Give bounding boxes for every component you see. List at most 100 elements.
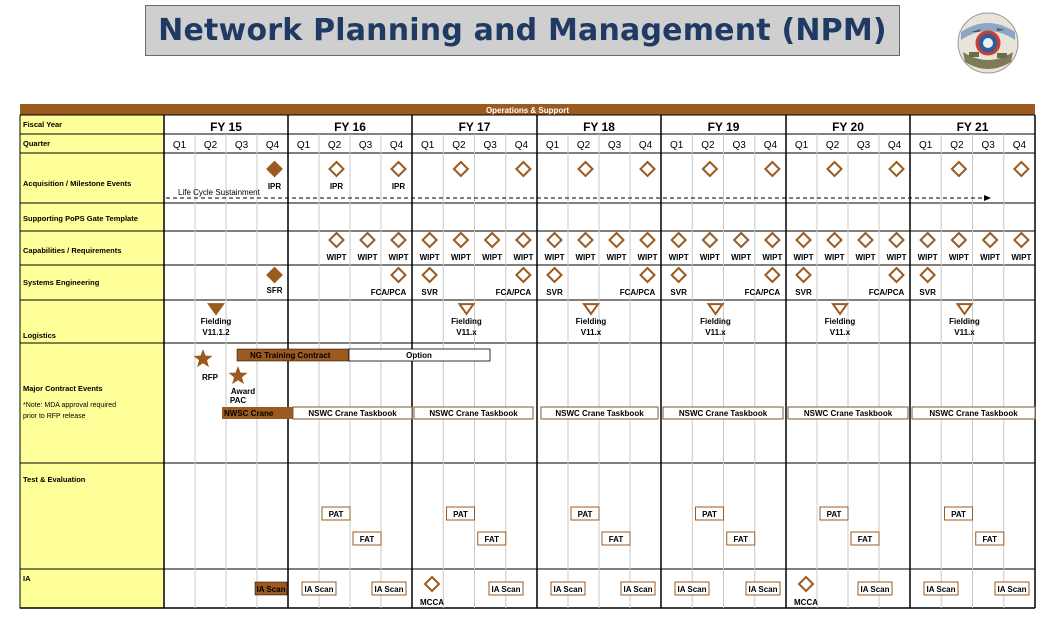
systems-milestone-label: FCA/PCA (496, 288, 532, 297)
fielding-triangle (207, 303, 225, 316)
wipt-diamond (919, 231, 937, 249)
quarter-header: Q3 (981, 140, 995, 151)
milestone-diamond (577, 160, 594, 178)
fielding-triangle (955, 303, 974, 316)
row-label-capabilities: Capabilities / Requirements (23, 246, 121, 255)
ia-scan-box (371, 581, 407, 596)
fat-label: FAT (609, 535, 624, 544)
option-label: Option (406, 351, 432, 360)
fielding-triangle (582, 303, 600, 316)
pat-label: PAT (702, 510, 717, 519)
mcca-diamond (423, 575, 441, 593)
taskbook-label: NSWC Crane Taskbook (804, 409, 893, 418)
fielding-label: Fielding (201, 317, 232, 326)
ia-scan-box (550, 581, 586, 596)
wipt-label: WIPT (482, 253, 502, 262)
wipt-diamond (639, 231, 656, 249)
wipt-diamond (1012, 231, 1030, 249)
wipt-diamond (981, 231, 999, 249)
systems-milestone-diamond (763, 266, 781, 284)
wipt-label: WIPT (980, 253, 1000, 262)
milestone-label: IPR (330, 182, 344, 191)
fat-box (975, 531, 1005, 546)
fiscal-year-header: FY 20 (832, 120, 864, 134)
fielding-triangle (706, 303, 725, 316)
fiscal-year-header: FY 19 (708, 120, 740, 134)
row-label-pops: Supporting PoPS Gate Template (23, 214, 138, 223)
milestone-diamond (950, 160, 968, 178)
wipt-diamond (328, 231, 345, 249)
fielding-version-label: V11.x (581, 328, 602, 337)
quarter-header: Q3 (857, 140, 871, 151)
pat-label: PAT (827, 510, 842, 519)
quarter-header: Q1 (421, 140, 435, 151)
milestone-diamond (266, 160, 283, 178)
wipt-diamond (732, 231, 750, 249)
ia-scan-box (488, 581, 524, 596)
wipt-diamond (763, 231, 781, 249)
wipt-label: WIPT (856, 253, 876, 262)
ng-training-contract-label: NG Training Contract (250, 351, 331, 360)
milestone-diamond (888, 160, 905, 178)
ia-scan-label: IA Scan (304, 585, 333, 594)
pat-box (570, 506, 600, 521)
quarter-header: Q1 (795, 140, 809, 151)
taskbook-bar (662, 406, 784, 420)
fielding-version-label: V11.x (954, 328, 975, 337)
systems-milestone-label: SVR (919, 288, 936, 297)
contract-note-line-1: *Note: MDA approval required (23, 402, 116, 409)
quarter-header: Q2 (701, 140, 715, 151)
ia-scan-box (745, 581, 781, 596)
ia-scan-label: IA Scan (256, 585, 285, 594)
wipt-label: WIPT (451, 253, 471, 262)
ia-scan-box (301, 581, 337, 596)
wipt-diamond (701, 231, 719, 249)
wipt-label: WIPT (327, 253, 347, 262)
systems-milestone-label: SFR (267, 286, 283, 295)
wipt-label: WIPT (794, 253, 814, 262)
pat-label: PAT (329, 510, 344, 519)
quarter-header: Q1 (546, 140, 560, 151)
quarter-header: Q1 (173, 140, 187, 151)
wipt-label: WIPT (420, 253, 440, 262)
quarter-header: Q4 (515, 140, 529, 151)
taskbook-bar (413, 406, 534, 420)
systems-milestone-diamond (514, 266, 532, 284)
row-label-fiscal-year: Fiscal Year (23, 120, 62, 129)
row-label-ia: IA (23, 574, 31, 583)
pat-box (446, 506, 475, 521)
ia-scan-label: IA Scan (677, 585, 706, 594)
mcca-label: MCCA (420, 598, 444, 607)
systems-milestone-label: FCA/PCA (745, 288, 781, 297)
quarter-header: Q4 (639, 140, 653, 151)
page-title: Network Planning and Management (NPM) (158, 13, 887, 48)
wipt-diamond (950, 231, 968, 249)
fielding-label: Fielding (576, 317, 607, 326)
wipt-diamond (888, 231, 905, 249)
taskbook-bar (540, 406, 659, 420)
lifecycle-arrowhead (984, 195, 991, 201)
fiscal-year-header: FY 15 (210, 120, 242, 134)
row-label-logistics: Logistics (23, 331, 56, 340)
wipt-label: WIPT (1011, 253, 1031, 262)
wipt-label: WIPT (638, 253, 658, 262)
operations-support-label: Operations & Support (486, 106, 569, 115)
quarter-header: Q2 (577, 140, 591, 151)
ia-scan-box (674, 581, 710, 596)
systems-milestone-diamond (546, 266, 563, 284)
wipt-label: WIPT (576, 253, 596, 262)
taskbook-label: NSWC Crane Taskbook (429, 409, 518, 418)
fielding-version-label: V11.x (830, 328, 851, 337)
ia-scan-label: IA Scan (553, 585, 582, 594)
systems-milestone-diamond (670, 266, 688, 284)
pat-box (695, 506, 724, 521)
row-label-contract: Major Contract Events (23, 384, 103, 393)
wipt-label: WIPT (358, 253, 378, 262)
systems-milestone-diamond (888, 266, 905, 284)
quarter-header: Q1 (297, 140, 311, 151)
systems-milestone-label: SVR (795, 288, 812, 297)
award-pac-label: PAC (230, 396, 247, 405)
quarter-header: Q1 (670, 140, 684, 151)
fiscal-year-header: FY 17 (459, 120, 491, 134)
milestone-diamond (514, 160, 532, 178)
